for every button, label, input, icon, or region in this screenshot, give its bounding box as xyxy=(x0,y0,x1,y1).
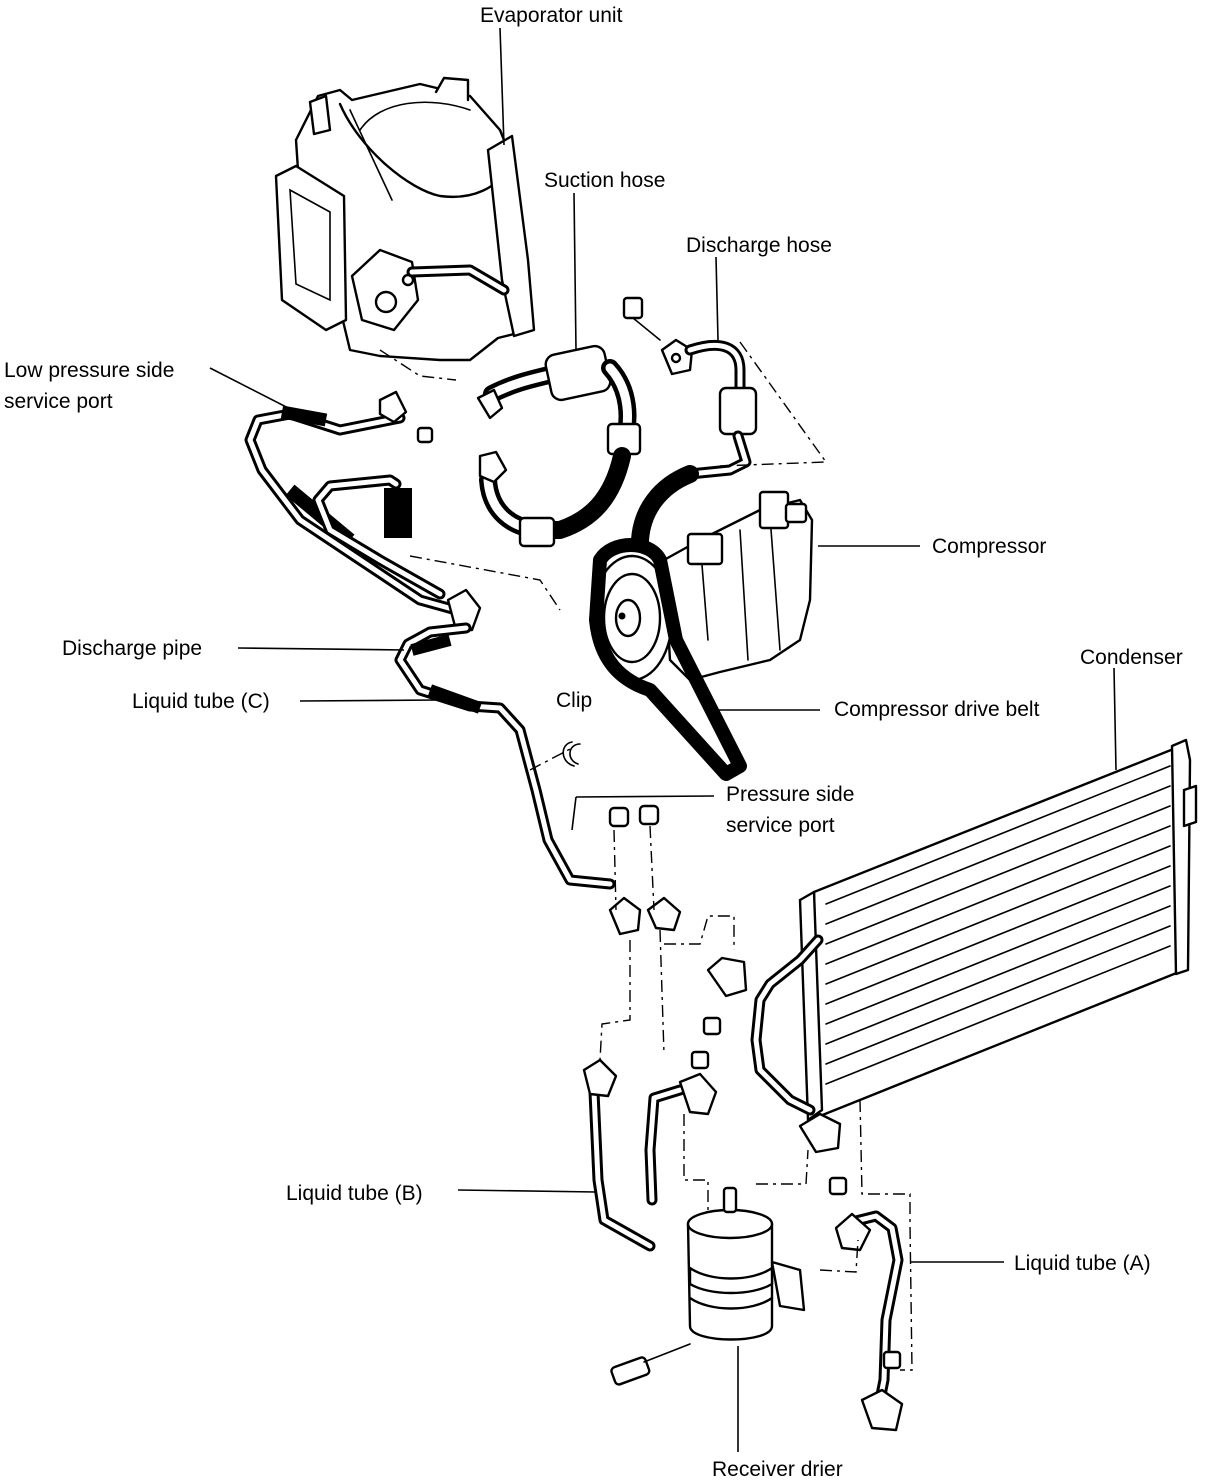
compressor-drive-belt xyxy=(589,538,747,781)
label-liquid-tube-c: Liquid tube (C) xyxy=(132,690,270,713)
label-receiver-drier: Receiver drier xyxy=(712,1458,843,1481)
liquid-tube-a xyxy=(690,934,904,1432)
evaporator-unit xyxy=(274,76,536,362)
clip xyxy=(562,741,581,767)
label-liquid-tube-b: Liquid tube (B) xyxy=(286,1182,423,1205)
liquid-tube-c xyxy=(394,622,682,936)
label-low-pressure-port-line1: Low pressure side xyxy=(4,359,174,382)
low-pressure-and-discharge-pipes xyxy=(244,390,482,632)
label-suction-hose: Suction hose xyxy=(544,169,665,192)
labels: Evaporator unit Suction hose Discharge h… xyxy=(4,4,1183,1481)
compressor xyxy=(590,490,814,682)
label-compressor-drive-belt: Compressor drive belt xyxy=(834,698,1040,721)
discharge-hose xyxy=(622,296,758,549)
label-discharge-hose: Discharge hose xyxy=(686,234,832,257)
suction-hose xyxy=(476,344,642,548)
label-clip: Clip xyxy=(556,689,592,712)
label-compressor: Compressor xyxy=(932,535,1046,558)
liquid-tube-b xyxy=(582,1058,718,1252)
leader-lines xyxy=(209,27,1117,1452)
label-pressure-port-line1: Pressure side xyxy=(726,783,854,806)
label-low-pressure-port-line2: service port xyxy=(4,390,113,413)
label-pressure-port-line2: service port xyxy=(726,814,835,837)
condenser xyxy=(798,738,1198,1122)
assembly-guide-lines xyxy=(379,341,913,1371)
label-liquid-tube-a: Liquid tube (A) xyxy=(1014,1252,1151,1275)
label-evaporator-unit: Evaporator unit xyxy=(480,4,623,27)
receiver-drier xyxy=(610,1186,806,1386)
label-condenser: Condenser xyxy=(1080,646,1183,669)
label-discharge-pipe: Discharge pipe xyxy=(62,637,202,660)
